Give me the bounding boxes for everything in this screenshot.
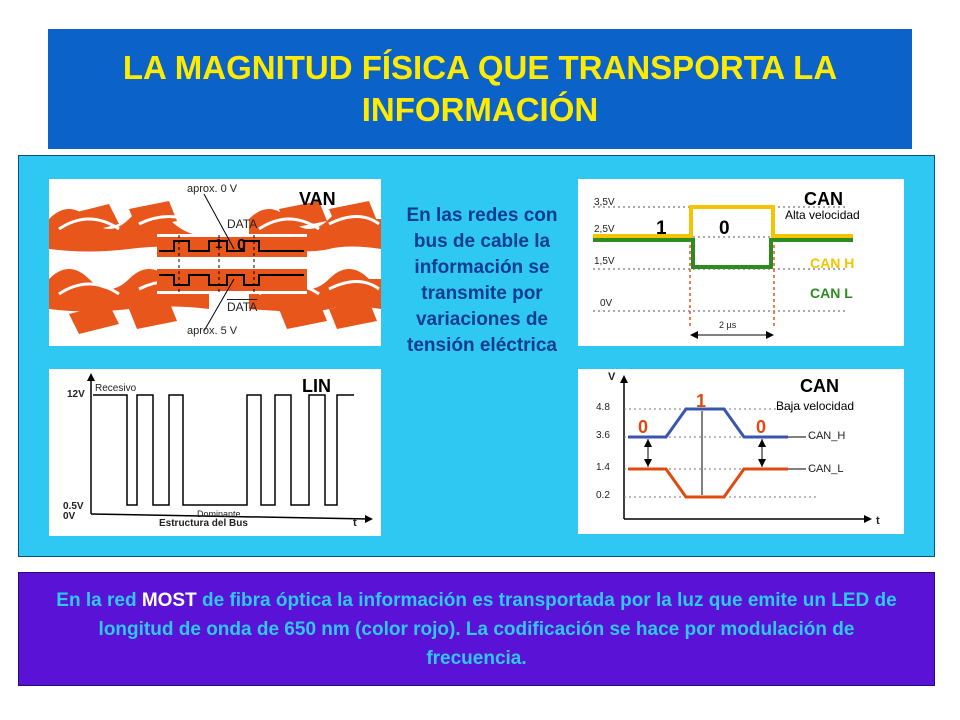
van-label-0v: aprox. 0 V bbox=[187, 183, 238, 195]
title-banner: LA MAGNITUD FÍSICA QUE TRANSPORTA LA INF… bbox=[48, 29, 912, 149]
can-low-tick-02: 0.2 bbox=[596, 490, 610, 501]
lin-label-0v: 0V bbox=[63, 511, 76, 522]
most-description: En la red MOST de fibra óptica la inform… bbox=[47, 586, 907, 673]
can-low-title: CAN bbox=[800, 376, 839, 396]
van-twisted-pair-drawing bbox=[49, 193, 381, 334]
van-title: VAN bbox=[299, 189, 336, 209]
can-low-tick-14: 1.4 bbox=[596, 462, 610, 473]
most-text-before: En la red bbox=[56, 589, 142, 611]
can-low-legend-l: CAN_L bbox=[808, 463, 844, 475]
lin-label-recesivo: Recesivo bbox=[95, 383, 137, 394]
can-high-label-duration: 2 µs bbox=[719, 320, 737, 330]
lin-label-t: t bbox=[353, 517, 357, 529]
can-high-speed-signal-drawing bbox=[593, 205, 853, 339]
lin-bus-signal-drawing bbox=[87, 373, 373, 523]
van-label-data: DATA bbox=[227, 217, 258, 231]
van-label-5v: aprox. 5 V bbox=[187, 325, 238, 337]
can-high-label-25v: 2,5V bbox=[594, 224, 615, 235]
lin-label-12v: 12V bbox=[67, 389, 85, 400]
can-high-label-15v: 1,5V bbox=[594, 256, 615, 267]
lin-label-estructura: Estructura del Bus bbox=[159, 518, 248, 529]
can-high-bit-one: 1 bbox=[656, 218, 667, 239]
can-low-axis-v: V bbox=[608, 371, 616, 383]
most-text-after: de fibra óptica la información es transp… bbox=[98, 589, 897, 669]
can-high-bit-zero: 0 bbox=[719, 218, 730, 239]
van-label-data-bar: DATA bbox=[227, 300, 258, 314]
lin-diagram: Recesivo 12V 0.5V 0V Dominante Estructur… bbox=[49, 369, 381, 536]
page-title: LA MAGNITUD FÍSICA QUE TRANSPORTA LA INF… bbox=[122, 49, 838, 128]
can-high-speed-diagram: 3,5V 2,5V 1,5V 0V 1 0 2 µs CAN Alta velo… bbox=[578, 179, 904, 346]
can-high-label-0v: 0V bbox=[600, 298, 613, 309]
most-info-box: En la red MOST de fibra óptica la inform… bbox=[18, 572, 935, 686]
can-low-tick-36: 3.6 bbox=[596, 430, 610, 441]
can-low-bit-one: 1 bbox=[696, 391, 707, 411]
lin-label-dominante: Dominante bbox=[197, 509, 241, 519]
can-low-subtitle: Baja velocidad bbox=[776, 399, 855, 413]
lin-title: LIN bbox=[302, 376, 331, 396]
van-bit-zero: 0 bbox=[237, 237, 246, 254]
can-high-subtitle: Alta velocidad bbox=[785, 208, 860, 222]
van-bit-one: 1 bbox=[215, 236, 223, 251]
lin-label-05v: 0.5V bbox=[63, 501, 84, 512]
center-explanation: En las redes con bus de cable la informa… bbox=[406, 205, 558, 356]
can-low-speed-signal-drawing bbox=[620, 375, 872, 523]
can-low-tick-48: 4.8 bbox=[596, 402, 610, 413]
most-highlight: MOST bbox=[141, 589, 197, 611]
can-low-bit-zero-left: 0 bbox=[638, 417, 649, 437]
can-high-title: CAN bbox=[804, 189, 843, 209]
can-low-bit-zero-right: 0 bbox=[756, 417, 767, 437]
can-low-axis-t: t bbox=[876, 515, 880, 527]
can-low-speed-diagram: V t 4.8 3.6 1.4 0.2 0 1 0 CAN_H CAN_L CA… bbox=[578, 369, 904, 534]
can-high-legend-h: CAN H bbox=[810, 255, 855, 271]
can-high-label-35v: 3,5V bbox=[594, 197, 615, 208]
can-low-legend-h: CAN_H bbox=[808, 430, 846, 442]
can-high-legend-l: CAN L bbox=[810, 285, 853, 301]
van-diagram: aprox. 0 V aprox. 5 V DATA DATA 1 0 VAN bbox=[49, 179, 381, 346]
